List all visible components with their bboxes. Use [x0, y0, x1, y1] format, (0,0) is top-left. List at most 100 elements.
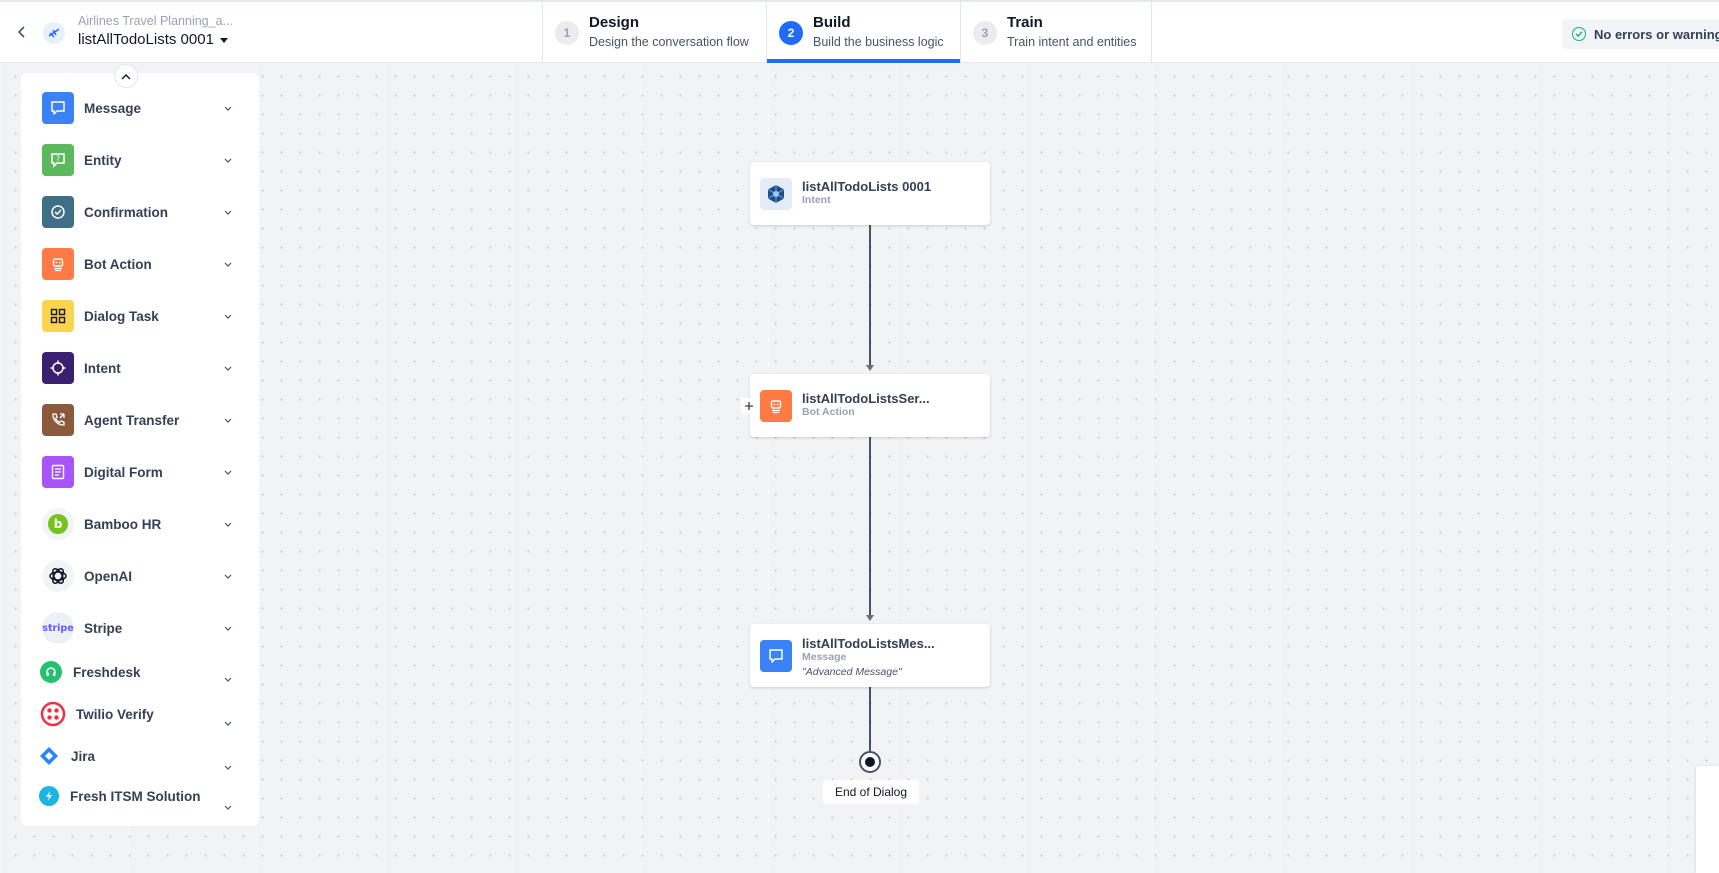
back-button[interactable]: [14, 22, 30, 42]
connector-line: [869, 437, 871, 617]
chevron-up-icon: [121, 73, 131, 79]
step-title: Train: [1007, 14, 1043, 31]
end-of-dialog-node[interactable]: [859, 751, 881, 773]
palette-item-bot-action[interactable]: Bot Action: [21, 242, 259, 286]
palette-item-label: Agent Transfer: [84, 412, 180, 428]
stripe-icon: stripe: [42, 612, 74, 644]
plus-icon: [745, 402, 753, 410]
bot-action-icon: [42, 248, 74, 280]
arrow-head: [866, 365, 874, 371]
freshdesk-icon: [40, 661, 62, 683]
dialog-task-icon: [42, 300, 74, 332]
dialog-selector[interactable]: listAllTodoLists 0001: [78, 31, 228, 48]
palette-item-stripe[interactable]: stripe Stripe: [21, 606, 259, 650]
palette-item-bamboo-hr[interactable]: b Bamboo HR: [21, 502, 259, 546]
node-type: Message: [802, 651, 847, 663]
tab-build[interactable]: 2 Build Build the business logic: [766, 2, 960, 63]
palette-item-intent[interactable]: Intent: [21, 346, 259, 390]
palette-item-label: Dialog Task: [84, 308, 159, 324]
palette-item-digital-form[interactable]: Digital Form: [21, 450, 259, 494]
stripe-glyph: stripe: [42, 622, 74, 634]
connector-line: [869, 225, 871, 367]
step-title: Build: [813, 14, 851, 31]
chevron-down-icon: [223, 802, 233, 812]
chevron-down-icon: [223, 762, 233, 772]
node-type: Intent: [802, 194, 831, 206]
bamboo-hr-icon: b: [42, 508, 74, 540]
palette-item-jira[interactable]: Jira: [21, 736, 259, 776]
top-header: Airlines Travel Planning_a... listAllTod…: [0, 0, 1719, 63]
bot-action-icon: [760, 390, 792, 422]
chevron-down-icon: [223, 718, 233, 728]
palette-item-label: Digital Form: [84, 464, 163, 480]
tab-design[interactable]: 1 Design Design the conversation flow: [542, 2, 766, 63]
node-type: Bot Action: [802, 406, 855, 418]
node-title: listAllTodoLists 0001: [802, 179, 932, 194]
palette-item-label: Freshdesk: [73, 664, 141, 680]
node-title: listAllTodoListsMes...: [802, 636, 935, 651]
chevron-down-icon: [223, 467, 233, 477]
step-subtitle: Design the conversation flow: [589, 35, 749, 49]
chevron-down-icon: [223, 623, 233, 633]
palette-item-message[interactable]: Message: [21, 86, 259, 130]
palette-item-label: Jira: [71, 748, 96, 764]
palette-item-dialog-task[interactable]: Dialog Task: [21, 294, 259, 338]
add-node-button[interactable]: [741, 398, 757, 414]
jira-icon: [39, 746, 59, 766]
palette-item-label: Twilio Verify: [76, 706, 154, 722]
chevron-down-icon: [223, 519, 233, 529]
digital-form-icon: [42, 456, 74, 488]
end-of-dialog-label: End of Dialog: [823, 780, 919, 804]
palette-item-label: Confirmation: [84, 204, 168, 220]
palette-item-agent-transfer[interactable]: Agent Transfer: [21, 398, 259, 442]
end-dot-icon: [865, 757, 875, 767]
palette-item-twilio-verify[interactable]: Twilio Verify: [21, 694, 259, 734]
flow-node-message[interactable]: listAllTodoListsMes... Message "Advanced…: [750, 624, 990, 687]
entity-icon: ?: [42, 144, 74, 176]
intent-icon: [42, 352, 74, 384]
chevron-down-icon: [223, 415, 233, 425]
check-circle-icon: [1572, 27, 1586, 41]
chevron-down-icon: [223, 674, 233, 684]
palette-item-label: Fresh ITSM Solution: [70, 788, 201, 804]
flow-node-bot-action[interactable]: listAllTodoListsSer... Bot Action: [741, 374, 990, 437]
app-name: Airlines Travel Planning_a...: [78, 14, 233, 28]
palette-item-label: Bot Action: [84, 256, 152, 272]
svg-text:b: b: [54, 517, 63, 531]
collapse-palette-button[interactable]: [114, 64, 138, 88]
chevron-down-icon: [223, 311, 233, 321]
palette-item-freshdesk[interactable]: Freshdesk: [21, 652, 259, 692]
palette-item-openai[interactable]: OpenAI: [21, 554, 259, 598]
node-title: listAllTodoListsSer...: [802, 391, 930, 406]
palette-item-entity[interactable]: ? Entity: [21, 138, 259, 182]
confirmation-icon: [42, 196, 74, 228]
agent-transfer-icon: [42, 404, 74, 436]
node-message-preview: "Advanced Message": [802, 666, 902, 678]
chevron-left-icon: [17, 26, 25, 38]
step-tabs: 1 Design Design the conversation flow 2 …: [542, 2, 1152, 63]
tab-train[interactable]: 3 Train Train intent and entities: [960, 2, 1152, 63]
connector-line: [869, 687, 871, 752]
step-title: Design: [589, 14, 640, 31]
status-text: No errors or warnings: [1594, 26, 1719, 42]
palette-item-label: Bamboo HR: [84, 516, 162, 532]
validation-status[interactable]: No errors or warnings: [1562, 19, 1719, 49]
intent-node-icon: [760, 178, 792, 210]
palette-item-confirmation[interactable]: Confirmation: [21, 190, 259, 234]
dialog-name-label: listAllTodoLists 0001: [78, 31, 214, 48]
caret-down-icon: [219, 38, 228, 43]
node-palette: Message ? Entity Confirmation Bot Action…: [21, 64, 259, 826]
chevron-down-icon: [223, 155, 233, 165]
twilio-verify-icon: [40, 701, 66, 727]
arrow-head: [866, 615, 874, 621]
palette-item-label: OpenAI: [84, 568, 133, 584]
flow-node-intent[interactable]: listAllTodoLists 0001 Intent: [750, 162, 990, 225]
chevron-down-icon: [223, 207, 233, 217]
step-number: 1: [555, 21, 579, 45]
palette-item-fresh-itsm[interactable]: Fresh ITSM Solution: [21, 776, 259, 816]
app-logo-icon: [43, 22, 65, 44]
chevron-down-icon: [223, 259, 233, 269]
openai-icon: [42, 560, 74, 592]
step-subtitle: Train intent and entities: [1007, 35, 1137, 49]
step-number: 3: [973, 21, 997, 45]
